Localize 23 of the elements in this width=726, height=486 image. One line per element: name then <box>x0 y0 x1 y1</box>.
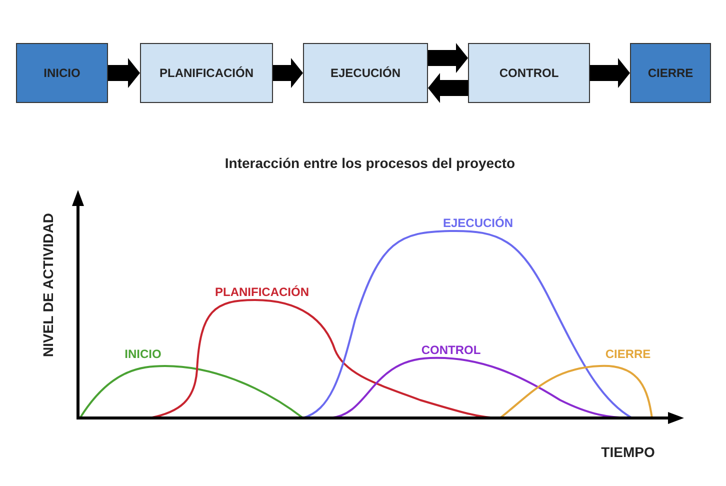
axis-title: TIEMPO <box>601 444 655 460</box>
start-end-box <box>16 43 108 103</box>
start-end-box <box>630 43 711 103</box>
process-box <box>303 43 428 103</box>
box-label: EJECUCIÓN <box>330 66 400 80</box>
process-box <box>140 43 273 103</box>
curve-label: INICIO <box>124 347 162 361</box>
box-label: PLANIFICACIÓN <box>160 66 254 80</box>
chart-title: Interacción entre los procesos del proyecto <box>224 155 516 171</box>
block-arrow <box>428 43 468 73</box>
block-arrow <box>108 58 140 88</box>
box-label: INICIO <box>44 66 80 80</box>
curve-label: CIERRE <box>605 347 651 361</box>
box-label: CONTROL <box>499 66 559 80</box>
box-label: CIERRE <box>648 66 694 80</box>
process-box <box>468 43 590 103</box>
curve-label: PLANIFICACIÓN <box>215 285 309 299</box>
block-arrow <box>590 58 630 88</box>
curve-label: CONTROL <box>421 343 481 357</box>
block-arrow <box>428 73 468 103</box>
axis-title: NIVEL DE ACTIVIDAD <box>40 213 56 357</box>
curve-label: EJECUCIÓN <box>443 216 513 230</box>
block-arrow <box>273 58 303 88</box>
